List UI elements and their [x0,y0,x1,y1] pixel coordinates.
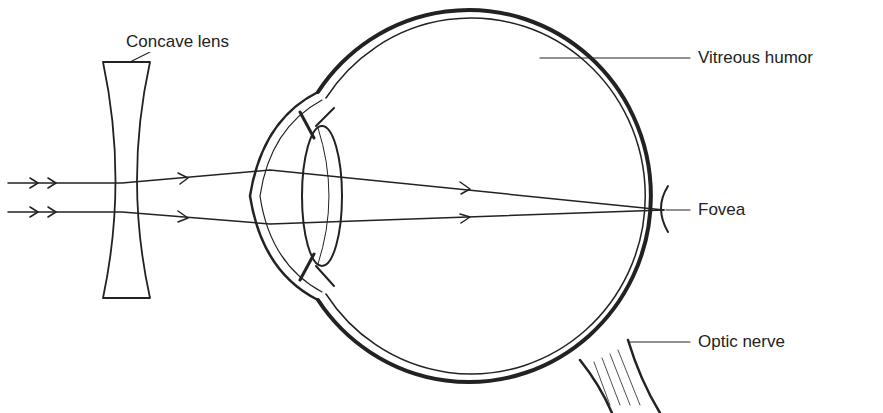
ciliary-body [316,108,334,286]
leader-line [540,57,690,58]
leader-line [666,209,690,210]
arrowhead [30,207,470,223]
part-label: Optic nerve [696,332,787,352]
optic-nerve [628,340,660,413]
eye-lens-inner [318,128,329,264]
leader-line [630,341,690,342]
fovea-pit [661,186,668,232]
arrowhead [30,173,470,194]
eye-lens [302,126,342,266]
leader-line [130,52,150,62]
nerve-fibres [594,350,640,405]
part-label: Fovea [696,200,747,220]
concave-lens [103,62,150,298]
light-ray [8,210,664,224]
part-label: Vitreous humor [696,48,815,68]
cornea-inner [260,100,322,292]
part-label: Concave lens [124,32,231,52]
sclera [318,10,651,382]
light-ray [8,170,664,210]
choroid [326,18,645,374]
